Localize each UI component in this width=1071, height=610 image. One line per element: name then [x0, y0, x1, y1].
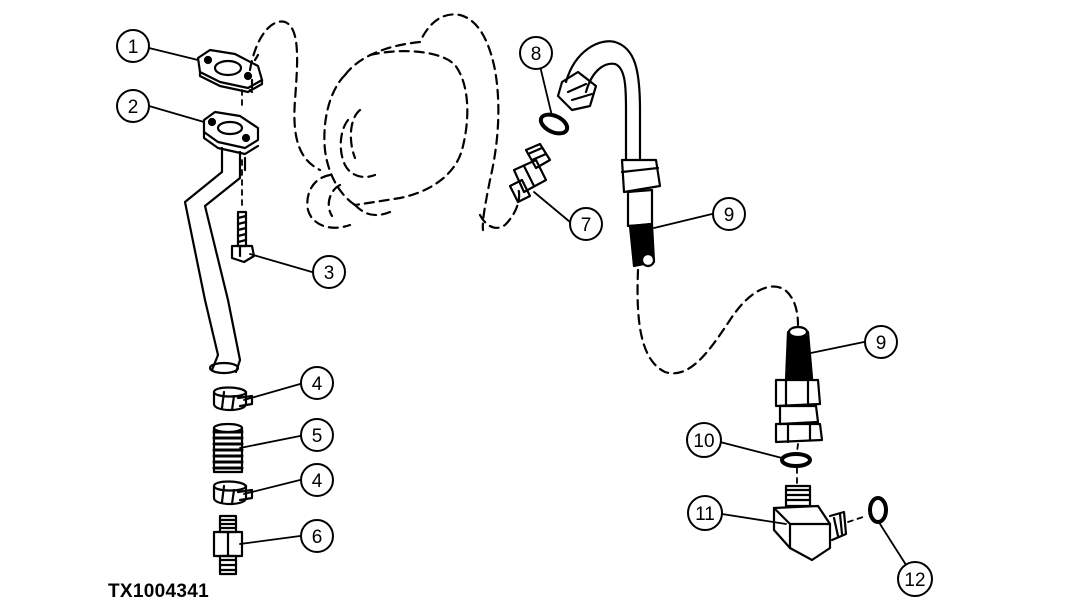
callout-9-lower-label: 9 [876, 333, 887, 354]
o-ring-8 [538, 112, 570, 136]
fitting-7 [508, 142, 552, 204]
callout-7-label: 7 [581, 215, 592, 236]
callout-4-lower-label: 4 [312, 471, 323, 492]
callouts: 1 2 3 4 5 4 6 7 8 9 9 10 11 12 [116, 29, 933, 597]
callout-9-upper-label: 9 [724, 205, 735, 226]
hose-5 [212, 422, 244, 474]
callout-4-upper: 4 [300, 366, 334, 400]
leader-lines [148, 47, 909, 569]
callout-9-upper: 9 [712, 197, 746, 231]
hose-clamp-4-lower [212, 480, 254, 506]
callout-9-lower: 9 [864, 325, 898, 359]
callout-4-lower: 4 [300, 463, 334, 497]
callout-6: 6 [300, 519, 334, 553]
turbocharger-phantom [248, 13, 521, 232]
callout-10-label: 10 [693, 431, 714, 452]
callout-1-label: 1 [128, 37, 139, 58]
adapter-fitting-6 [212, 514, 244, 576]
callout-11-label: 11 [695, 504, 715, 525]
gasket-1 [196, 48, 264, 94]
oil-supply-line-9-upper [556, 40, 662, 268]
callout-5: 5 [300, 418, 334, 452]
assembly-lines [241, 89, 867, 523]
oil-supply-line-9-lower [774, 325, 824, 444]
callout-3-label: 3 [324, 263, 335, 284]
callout-12: 12 [897, 561, 933, 597]
oil-return-tube-2 [183, 110, 260, 375]
callout-3: 3 [312, 255, 346, 289]
callout-8-label: 8 [531, 44, 542, 65]
o-ring-10 [780, 452, 812, 468]
callout-7: 7 [569, 207, 603, 241]
callout-8: 8 [519, 36, 553, 70]
callout-6-label: 6 [312, 527, 323, 548]
callout-5-label: 5 [312, 426, 323, 447]
hose-clamp-4-upper [212, 386, 254, 412]
callout-2: 2 [116, 89, 150, 123]
callout-4-upper-label: 4 [312, 374, 323, 395]
callout-1: 1 [116, 29, 150, 63]
callout-12-label: 12 [904, 570, 925, 591]
callout-2-label: 2 [128, 97, 139, 118]
supply-line-phantom [636, 268, 800, 375]
o-ring-12 [868, 496, 888, 524]
callout-10: 10 [686, 422, 722, 458]
elbow-fitting-11 [772, 484, 848, 562]
figure-id: TX1004341 [108, 581, 209, 602]
cap-screw-3 [230, 210, 256, 264]
callout-11: 11 [687, 495, 723, 531]
